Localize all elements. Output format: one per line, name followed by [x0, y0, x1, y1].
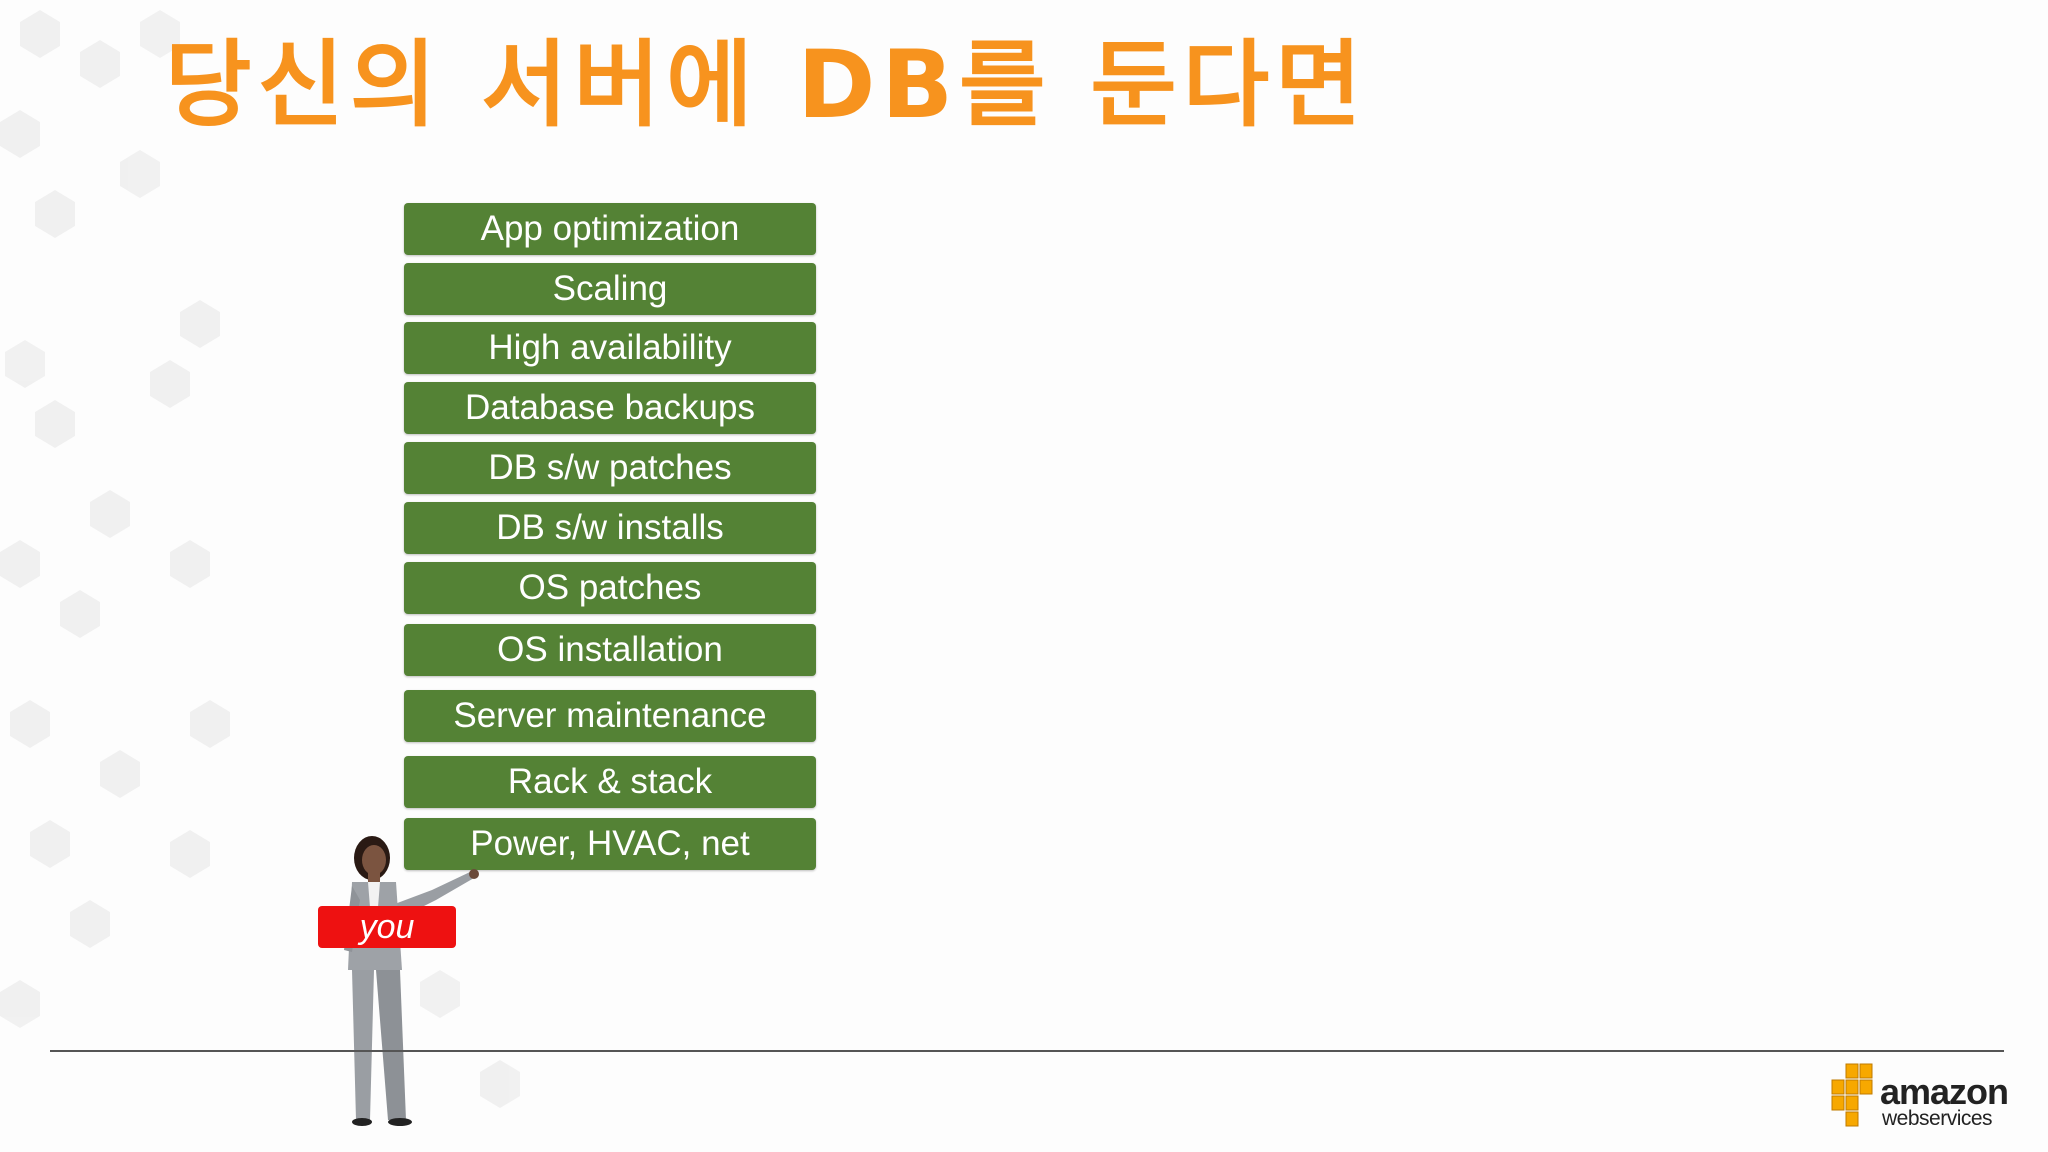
slide-title: 당신의 서버에 DB를 둔다면: [165, 31, 1368, 140]
stack-item-os-patches: OS patches: [404, 562, 816, 614]
aws-cubes-icon: [1831, 1063, 1873, 1127]
aws-logo-subtitle: webservices: [1882, 1107, 1993, 1130]
stack-item-os-installation: OS installation: [404, 624, 816, 676]
aws-logo-wordmark: amazon: [1880, 1071, 2009, 1112]
hexagon-background-pattern: [0, 10, 520, 1108]
stack-item-rack-and-stack: Rack & stack: [404, 756, 816, 808]
footer-divider: [50, 1050, 2004, 1052]
stack-item-server-maintenance: Server maintenance: [404, 690, 816, 742]
stack-item-power-hvac-net: Power, HVAC, net: [404, 818, 816, 870]
stack-item-app-optimization: App optimization: [404, 203, 816, 255]
stack-item-db-sw-patches: DB s/w patches: [404, 442, 816, 494]
stack-item-database-backups: Database backups: [404, 382, 816, 434]
aws-logo: amazon webservices: [1824, 1060, 2014, 1130]
businesswoman-illustration: [344, 836, 479, 1126]
stack-item-scaling: Scaling: [404, 263, 816, 315]
stack-item-db-sw-installs: DB s/w installs: [404, 502, 816, 554]
stack-item-high-availability: High availability: [404, 322, 816, 374]
you-badge: you: [318, 906, 456, 948]
